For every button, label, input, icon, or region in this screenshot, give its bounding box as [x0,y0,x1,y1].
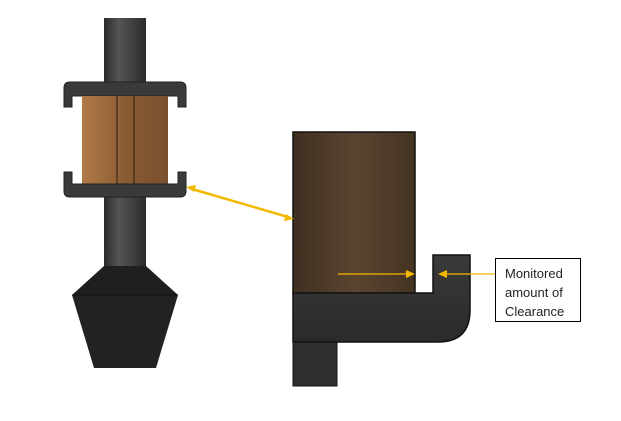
cone-bottom [72,295,178,368]
full-assembly [63,18,187,368]
clearance-callout: Monitored amount of Clearance [495,258,581,322]
detail-bracket [292,254,471,343]
upper-bracket [63,81,187,108]
detail-sleeve [292,131,416,295]
arrows [186,185,495,278]
copper-sleeve [82,96,168,184]
zoomed-detail [292,131,471,387]
zoom-link-arrow [191,187,289,219]
detail-stem [292,339,338,387]
lower-bracket [63,171,187,198]
callout-line-1: Monitored [505,266,563,281]
upper-shaft [104,18,146,88]
cone-top [72,266,178,295]
callout-line-3: Clearance [505,304,565,319]
lower-shaft [104,192,146,268]
callout-line-2: amount of [505,285,563,300]
